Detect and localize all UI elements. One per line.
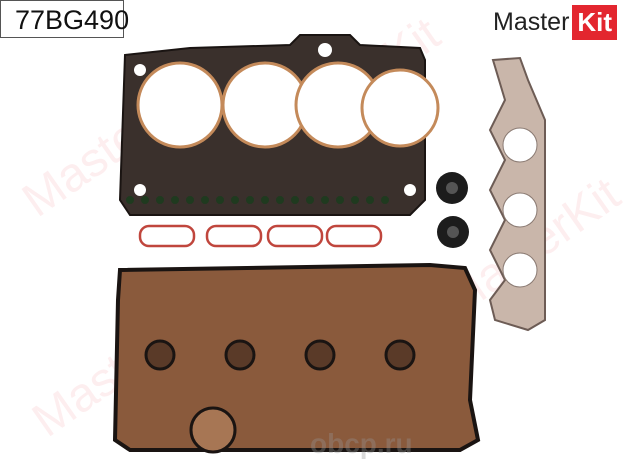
valve-cover-gasket bbox=[112, 262, 481, 454]
camshaft-seals bbox=[436, 172, 469, 248]
brand-logo: Master Kit bbox=[493, 5, 618, 40]
site-watermark: obcp.ru bbox=[310, 428, 413, 459]
exhaust-manifold-gasket bbox=[488, 56, 546, 332]
intake-seals bbox=[138, 224, 383, 248]
brand-logo-suffix: Kit bbox=[572, 5, 618, 40]
part-number-label: 77BG490 bbox=[0, 0, 129, 38]
valve-stem-seals bbox=[126, 196, 389, 204]
brand-logo-prefix: Master bbox=[493, 8, 570, 36]
cylinder-head-gasket bbox=[118, 34, 440, 216]
